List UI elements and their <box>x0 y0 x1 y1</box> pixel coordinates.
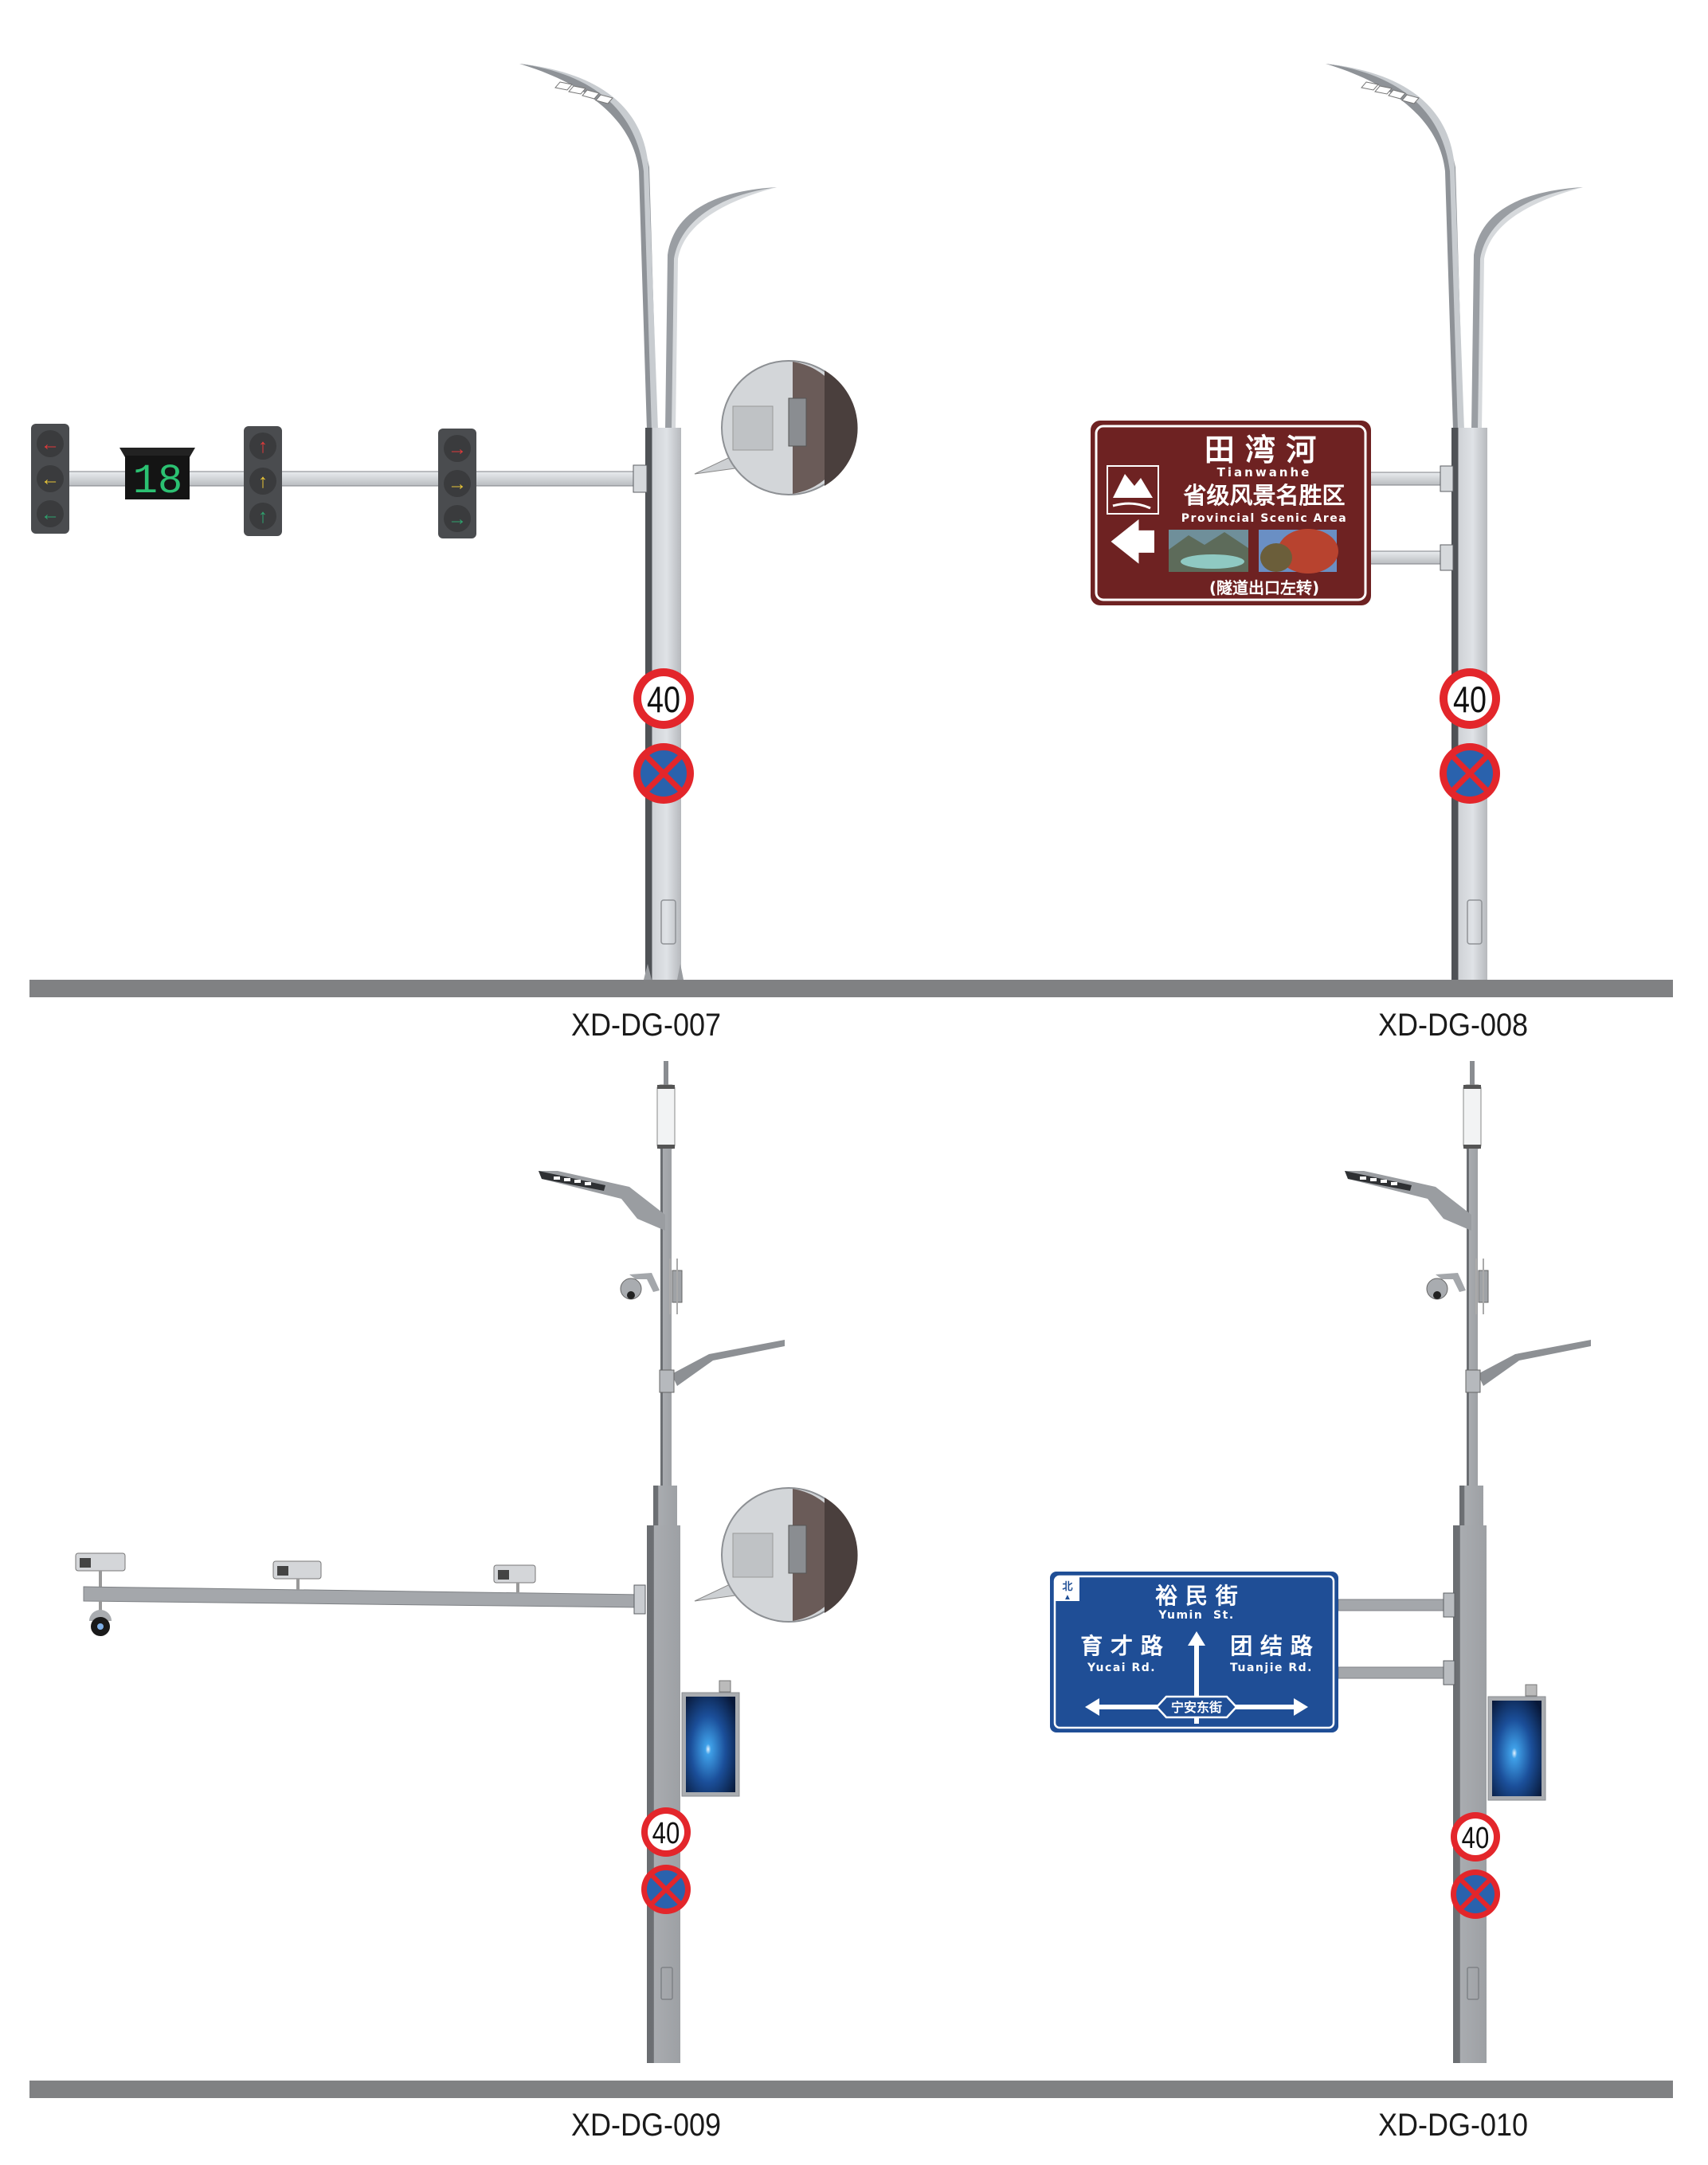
street-lamp-arm-secondary <box>1465 1340 1591 1393</box>
current-road-cn: 宁安东街 <box>1171 1700 1222 1715</box>
road-direction-sign: 北 ▲ 裕 民 街 Yumin St. 育 才 路 Yucai Rd. 团 结 … <box>1050 1572 1338 1732</box>
scenic-photo-autumn <box>1259 529 1338 574</box>
left-arrow-icon: 🡄 <box>1110 517 1156 567</box>
camera-gantry-arm <box>83 1584 646 1615</box>
led-lamp-head <box>1361 81 1420 104</box>
pole-access-door <box>660 899 676 945</box>
pole-illustration-009: 40 <box>75 1061 858 2063</box>
scenic-subtitle-cn: 省级风景名胜区 <box>1183 482 1345 509</box>
traffic-light-straight: ↑ ↑ ↑ <box>244 426 282 536</box>
lamp-arm-low <box>1471 187 1583 430</box>
speed-limit-value: 40 <box>1453 679 1487 719</box>
north-indicator: 北 <box>1062 1581 1072 1593</box>
no-stopping-sign <box>641 1865 691 1914</box>
bullet-camera-3 <box>493 1564 536 1592</box>
left-arrow-green-icon: ← <box>41 503 60 525</box>
communication-module <box>1463 1084 1482 1149</box>
lamp-arm-high <box>519 64 658 430</box>
no-stopping-sign <box>1451 1869 1500 1919</box>
speed-limit-value: 40 <box>647 679 680 719</box>
communication-module <box>656 1084 676 1149</box>
wireless-antenna-box <box>1475 1259 1489 1314</box>
dome-camera-upper <box>620 1273 660 1300</box>
scenic-subtitle-en: Provincial Scenic Area <box>1181 512 1347 525</box>
speed-limit-sign: 40 <box>1440 668 1500 729</box>
right-arrow-red-icon: → <box>448 438 467 460</box>
scenic-landscape-icon <box>1107 465 1159 515</box>
up-arrow-red-icon: ↑ <box>258 436 268 457</box>
left-arrow-red-icon: ← <box>41 433 60 455</box>
info-display-screen <box>1487 1684 1546 1801</box>
speed-limit-value: 40 <box>652 1817 680 1850</box>
scenic-note-cn: (隧道出口左转) <box>1209 578 1319 597</box>
speed-limit-sign: 40 <box>641 1807 691 1857</box>
north-arrow-icon: ▲ <box>1064 1593 1071 1602</box>
pole-upper-shaft <box>1467 1149 1478 1531</box>
sign-support-arms <box>1338 1592 1455 1685</box>
info-display-screen <box>681 1680 740 1797</box>
left-road-en: Yucai Rd. <box>1087 1662 1156 1674</box>
street-lamp-arm <box>539 1171 665 1231</box>
ground-line-bottom <box>29 2081 1673 2098</box>
speed-limit-sign: 40 <box>1451 1812 1500 1862</box>
model-label-xd-dg-007: XD-DG-007 <box>571 1008 722 1043</box>
pole-access-door <box>660 1967 673 2000</box>
dome-camera-upper <box>1426 1273 1466 1300</box>
pole-illustration-008: 田 湾 河 Tianwanhe 省级风景名胜区 Provincial Sceni… <box>1091 64 1583 980</box>
countdown-display: 18 <box>119 448 195 505</box>
left-road-cn: 育 才 路 <box>1080 1633 1163 1659</box>
pole-base <box>644 964 684 980</box>
sign-support-arms <box>1369 465 1454 571</box>
left-arrow-yellow-icon: ← <box>41 468 60 490</box>
speed-limit-value: 40 <box>1462 1822 1490 1855</box>
model-label-xd-dg-008: XD-DG-008 <box>1378 1008 1529 1043</box>
right-road-cn: 团 结 路 <box>1230 1633 1313 1659</box>
traffic-light-right: → → → <box>438 429 476 538</box>
scenic-photo-lake <box>1169 530 1248 572</box>
pole-illustration-010: 北 ▲ 裕 民 街 Yumin St. 育 才 路 Yucai Rd. 团 结 … <box>1050 1061 1591 2063</box>
countdown-value: 18 <box>133 458 182 505</box>
up-arrow-green-icon: ↑ <box>258 506 268 527</box>
dome-camera-gantry <box>89 1601 112 1636</box>
pole-upper-shaft <box>660 1149 672 1531</box>
panel-xd-dg-007: 18 ← ← ← ↑ ↑ ↑ → → → <box>0 0 858 1059</box>
panel-xd-dg-009: 40 <box>0 1059 858 2165</box>
no-stopping-sign <box>1440 743 1500 804</box>
pole-access-door <box>1467 1967 1479 2000</box>
speed-limit-sign: 40 <box>633 668 694 729</box>
panel-xd-dg-010: 北 ▲ 裕 民 街 Yumin St. 育 才 路 Yucai Rd. 团 结 … <box>854 1059 1708 2165</box>
intersection-arrows-icon <box>1085 1631 1308 1724</box>
traffic-light-left: ← ← ← <box>31 424 69 534</box>
up-arrow-yellow-icon: ↑ <box>258 471 268 492</box>
right-arrow-green-icon: → <box>448 508 467 530</box>
scenic-area-sign: 田 湾 河 Tianwanhe 省级风景名胜区 Provincial Sceni… <box>1091 421 1371 605</box>
detail-callout-magnifier <box>694 1487 858 1623</box>
pole-access-door <box>1467 899 1483 945</box>
ahead-road-en: Yumin St. <box>1158 1609 1234 1622</box>
detail-callout-magnifier <box>694 360 858 495</box>
ground-line-top <box>29 980 1673 997</box>
ahead-road-cn: 裕 民 街 <box>1155 1583 1238 1609</box>
scenic-title-en: Tianwanhe <box>1217 465 1312 480</box>
bullet-camera-1 <box>75 1552 126 1587</box>
wireless-antenna-box <box>669 1259 683 1314</box>
model-label-xd-dg-009: XD-DG-009 <box>571 2108 722 2143</box>
panel-xd-dg-008: 田 湾 河 Tianwanhe 省级风景名胜区 Provincial Sceni… <box>854 0 1708 1059</box>
scenic-title-cn: 田 湾 河 <box>1205 433 1316 468</box>
no-stopping-sign <box>633 743 694 804</box>
street-lamp-arm <box>1345 1171 1471 1231</box>
lamp-arm-high <box>1326 64 1464 430</box>
bullet-camera-2 <box>272 1560 322 1590</box>
led-lamp-head <box>554 81 613 104</box>
pole-illustration-007: 18 ← ← ← ↑ ↑ ↑ → → → <box>31 64 858 980</box>
model-label-xd-dg-010: XD-DG-010 <box>1378 2108 1529 2143</box>
right-arrow-yellow-icon: → <box>448 473 467 495</box>
right-road-en: Tuanjie Rd. <box>1230 1662 1313 1674</box>
street-lamp-arm-secondary <box>659 1340 785 1393</box>
